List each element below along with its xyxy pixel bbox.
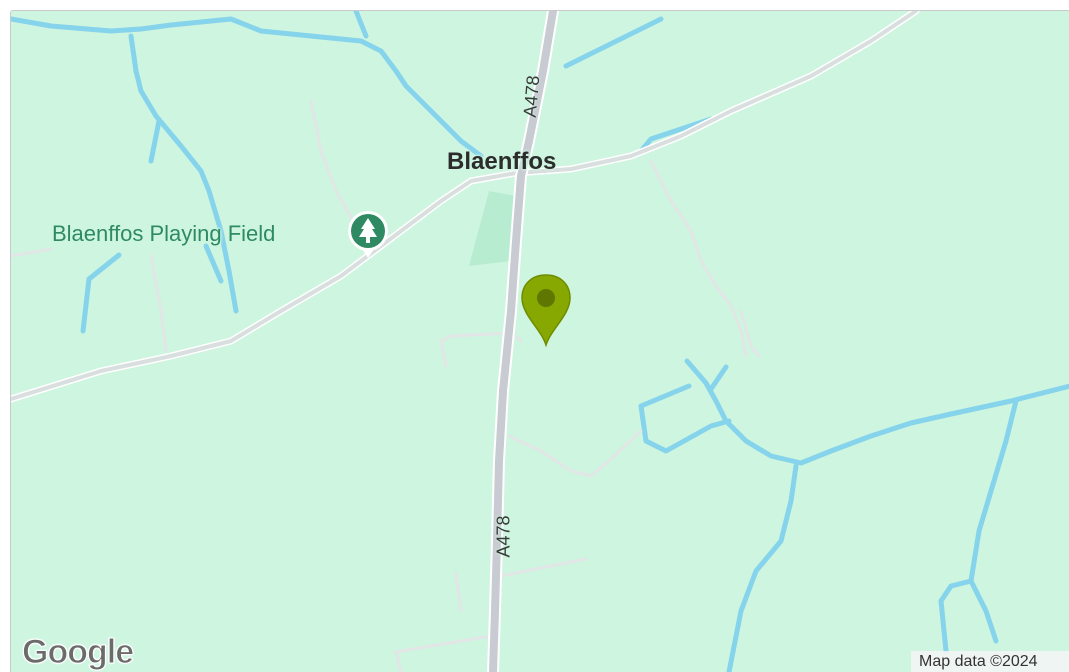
minor-tracks (11, 99, 761, 672)
streams (11, 11, 1069, 672)
map-canvas[interactable]: A478 A478 Blaenffos Blaenffos Playing Fi… (10, 10, 1069, 672)
place-label-blaenffos[interactable]: Blaenffos (447, 148, 557, 175)
location-pin-icon[interactable] (519, 273, 573, 347)
map-attribution[interactable]: Map data ©2024 (911, 651, 1069, 672)
road-label-a478-south: A478 (493, 515, 514, 558)
secondary-road (11, 11, 918, 401)
map-features (11, 11, 1069, 672)
woodland-patch (469, 191, 516, 266)
google-logo[interactable]: Google (21, 633, 134, 672)
poi-label-playing-field[interactable]: Blaenffos Playing Field (52, 221, 276, 246)
road-label-a478-north: A478 (519, 74, 544, 119)
secondary-road-outline (11, 11, 920, 403)
a478-road (489, 11, 557, 672)
park-tree-icon[interactable] (345, 208, 391, 260)
